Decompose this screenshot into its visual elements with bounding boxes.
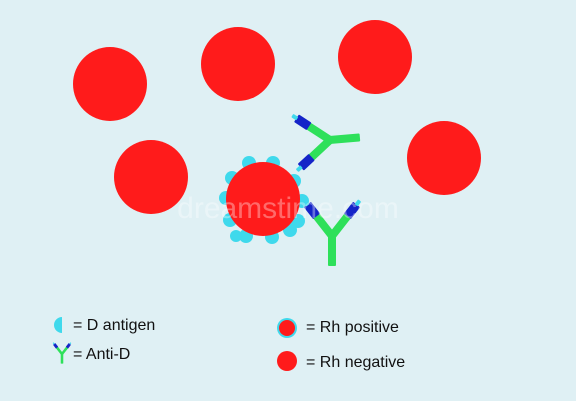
- d-antigen-icon: [54, 317, 62, 333]
- rh-negative-cell: [338, 20, 412, 94]
- legend-label-rh-positive: = Rh positive: [306, 319, 399, 336]
- rh-positive-cell: [219, 156, 309, 244]
- legend-label-anti-d: = Anti-D: [73, 346, 131, 363]
- rh-negative-cell: [201, 27, 275, 101]
- anti-d-antibody-icon: [51, 341, 73, 364]
- rh-positive-cell-icon: [277, 318, 297, 338]
- anti-d-antibody: [289, 106, 363, 175]
- legend-label-d-antigen: = D antigen: [73, 317, 156, 334]
- rh-negative-cell: [114, 140, 188, 214]
- watermark: dreamstime.com: [177, 192, 399, 225]
- rh-negative-cell: [407, 121, 481, 195]
- rh-negative-cell: [73, 47, 147, 121]
- rh-negative-cell-icon: [277, 351, 297, 371]
- legend-label-rh-negative: = Rh negative: [306, 354, 406, 371]
